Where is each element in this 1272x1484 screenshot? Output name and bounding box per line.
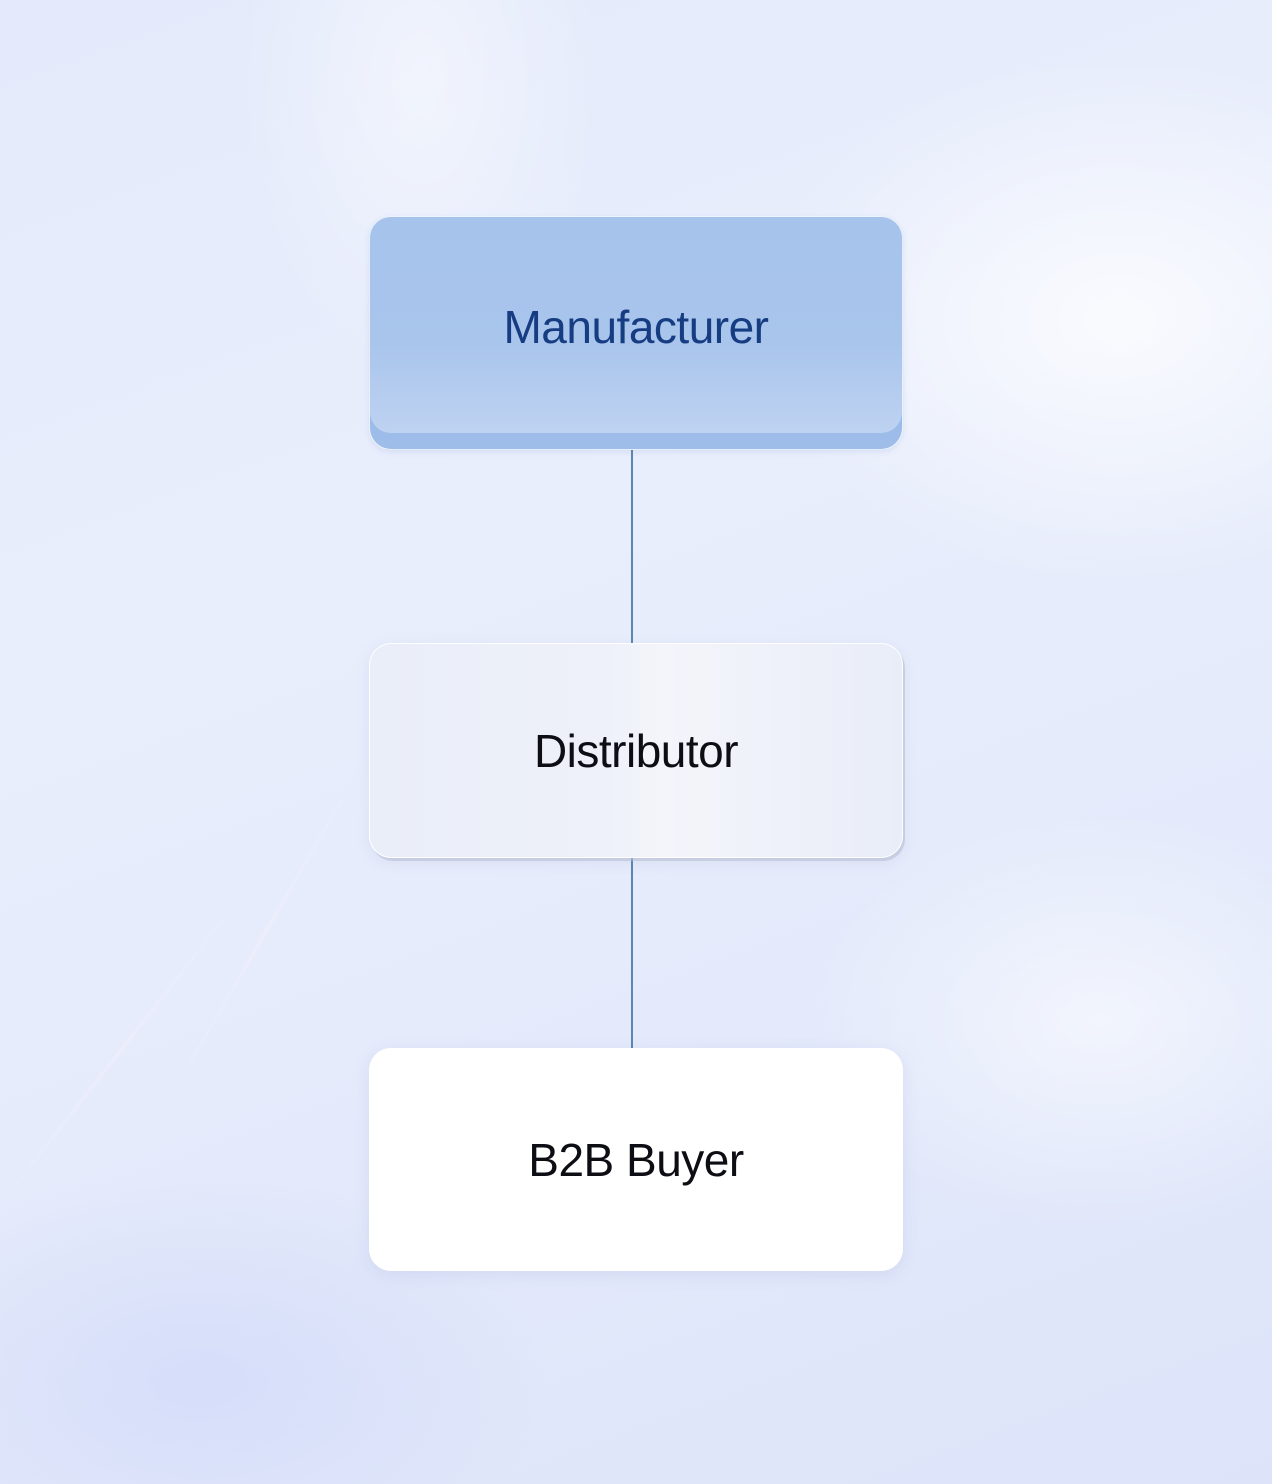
node-b2b-buyer: B2B Buyer xyxy=(369,1048,903,1271)
node-label-distributor: Distributor xyxy=(533,724,739,777)
background-flare-1 xyxy=(0,883,252,1217)
node-label-b2b-buyer: B2B Buyer xyxy=(528,1133,744,1186)
background-flare-2 xyxy=(170,783,352,1097)
node-manufacturer: Manufacturer xyxy=(369,216,903,450)
connector-distributor-buyer xyxy=(631,858,633,1048)
node-label-manufacturer: Manufacturer xyxy=(503,301,769,353)
connector-manufacturer-distributor xyxy=(631,450,633,643)
node-distributor: Distributor xyxy=(369,643,903,858)
